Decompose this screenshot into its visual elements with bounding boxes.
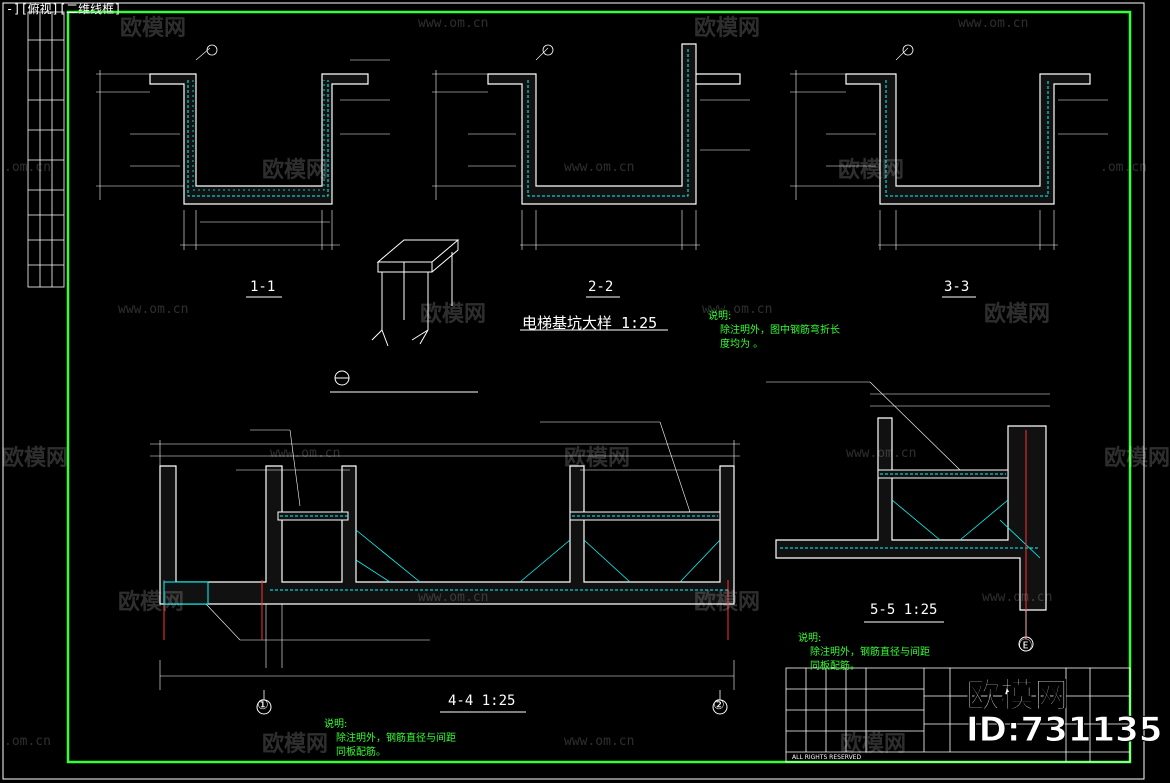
watermark-brand: 欧模网 [262,158,329,183]
watermark-brand: 欧模网 [262,732,329,757]
title-block-grid [785,667,1131,763]
main-drawing-title: 电梯基坑大样 1:25 [522,314,658,332]
watermark-url: www.om.cn [702,302,773,317]
watermark-brand: 欧模网 [984,302,1051,327]
note-1-title: 说明: [708,311,732,322]
axis-marker-2: ② [713,698,725,713]
title-underlines [246,296,976,713]
outer-sheet-border [2,2,1145,780]
watermark-url: .om.cn [4,160,51,175]
watermark-url: www.om.cn [418,590,489,605]
watermark-url: .om.cn [4,734,51,749]
watermark-brand: 欧模网 [2,446,69,471]
watermark-url: www.om.cn [982,590,1053,605]
note-3-line-2: 同板配筋。 [336,747,386,758]
note-2-line-1: 除注明外，钢筋直径与间距 [810,647,930,658]
section-3-3-drawing [790,44,1108,250]
watermark-brand: 欧模网 [120,16,187,41]
axis-marker-1: ① [257,698,269,713]
watermark-brand: 欧模网 [694,16,761,41]
section-title-3-3: 3-3 [944,279,970,295]
section-5-5-drawing [766,381,1050,652]
axis-marker-e: Ⓔ [1019,639,1033,654]
watermark-brand: 欧模网 [118,590,185,615]
section-2-2-drawing [432,43,750,250]
watermark-url: www.om.cn [418,16,489,31]
watermark-brand: 欧模网 [420,302,487,327]
brand-overlay: 欧模网 [966,676,1069,717]
note-2: 说明: 除注明外，钢筋直径与间距 同板配筋。 [798,632,930,674]
section-title-4-4: 4-4 1:25 [448,693,516,709]
section-4-4-drawing [150,421,740,715]
note-1: 说明: 除注明外，图中钢筋弯折长 度均为 。 [708,310,840,352]
note-3-line-1: 除注明外，钢筋直径与间距 [336,733,456,744]
watermark-brand: 欧模网 [840,732,907,757]
watermark-url: www.om.cn [118,302,189,317]
watermark-brand: 欧模网 [1104,446,1170,471]
note-3-title: 说明: [324,719,348,730]
isometric-chair-sketch [330,239,478,393]
watermark-brand: 欧模网 [694,590,761,615]
left-binding-strip [27,11,65,288]
section-title-1-1: 1-1 [250,279,276,295]
watermark-url: www.om.cn [564,160,635,175]
title-block-copyright: ALL RIGHTS RESERVED [792,754,862,761]
drawing-frame [66,10,1132,764]
watermark-url: www.om.cn [564,734,635,749]
watermark-url: www.om.cn [270,446,341,461]
note-3: 说明: 除注明外，钢筋直径与间距 同板配筋。 [324,718,456,760]
model-id-overlay: ID:731135 [965,710,1163,751]
note-1-line-2: 度均为 。 [720,339,764,350]
note-2-title: 说明: [798,633,822,644]
note-2-line-2: 同板配筋。 [810,661,860,672]
watermark-url: .om.cn [1100,160,1147,175]
note-1-line-1: 除注明外，图中钢筋弯折长 [720,325,840,336]
watermark-brand: 欧模网 [564,446,631,471]
section-1-1-drawing [96,44,390,250]
viewport-control-label[interactable]: -][俯视][二维线框] [6,2,122,16]
section-title-5-5: 5-5 1:25 [870,602,938,618]
watermark-url: www.om.cn [958,16,1029,31]
watermark-brand: 欧模网 [838,158,905,183]
watermark-url: www.om.cn [846,446,917,461]
section-title-2-2: 2-2 [588,279,614,295]
